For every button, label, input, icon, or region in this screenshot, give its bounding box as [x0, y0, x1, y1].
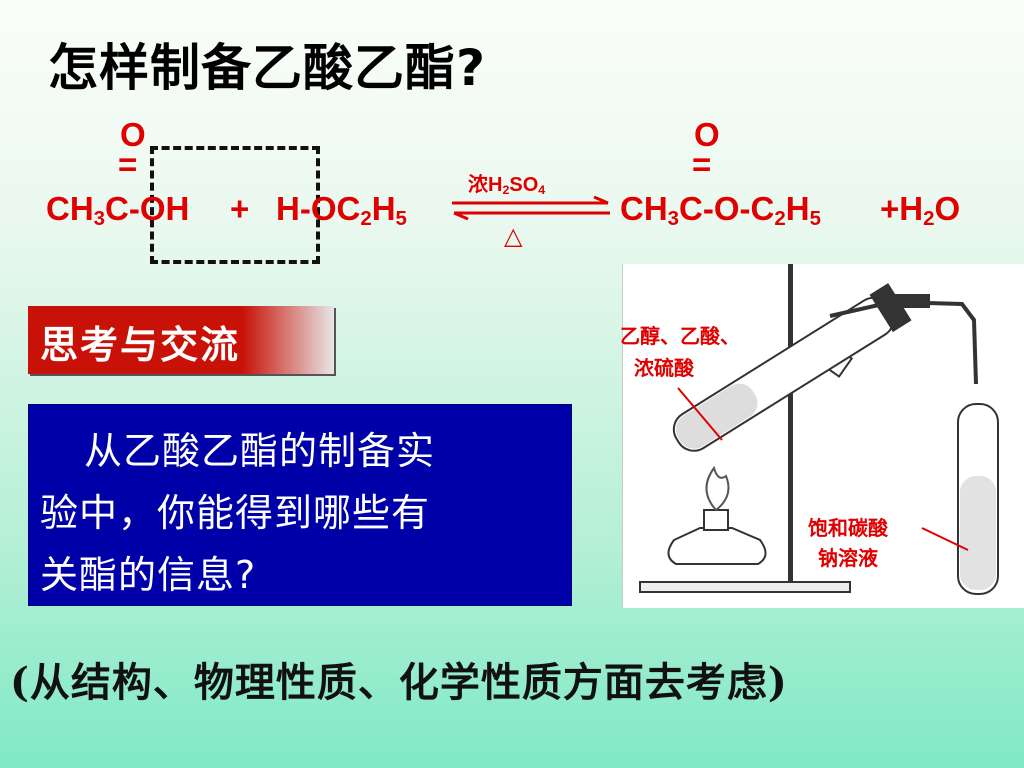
page-title: 怎样制备乙酸乙酯? — [48, 39, 487, 97]
double-bond-left: = — [118, 146, 138, 183]
reagents-label-1: 乙醇、乙酸、 — [620, 324, 740, 348]
question-line-3: 关酯的信息? — [40, 553, 257, 597]
question-line-2: 验中，你能得到哪些有 — [40, 491, 431, 535]
think-label: 思考与交流 — [40, 322, 241, 367]
carbonyl-o-left: O — [120, 116, 146, 153]
double-bond-right: = — [692, 146, 712, 183]
apparatus-diagram — [639, 264, 999, 595]
reagents-label-2: 浓硫酸 — [634, 356, 694, 380]
catalyst-label: 浓H2SO4 — [468, 174, 546, 198]
think-label-box — [28, 306, 334, 374]
product-ester: CH3C-O-C2H5 — [620, 190, 821, 231]
solution-label-1: 饱和碳酸 — [808, 516, 888, 540]
heat-symbol: △ — [504, 223, 523, 250]
bottom-hint: (从结构、物理性质、化学性质方面去考虑) — [10, 659, 788, 706]
reactant-acid: CH3C-OH — [46, 190, 190, 231]
carbonyl-o-right: O — [694, 116, 720, 153]
reactant-ethanol: H-OC2H5 — [276, 190, 407, 231]
question-box — [28, 404, 572, 606]
question-line-1: 从乙酸乙酯的制备实 — [84, 429, 436, 473]
reversible-arrow-icon — [452, 196, 610, 221]
plus-sign: + — [230, 190, 250, 227]
product-water: +H2O — [880, 190, 961, 231]
dashed-bond-box — [150, 146, 320, 264]
solution-label-2: 钠溶液 — [818, 546, 878, 570]
